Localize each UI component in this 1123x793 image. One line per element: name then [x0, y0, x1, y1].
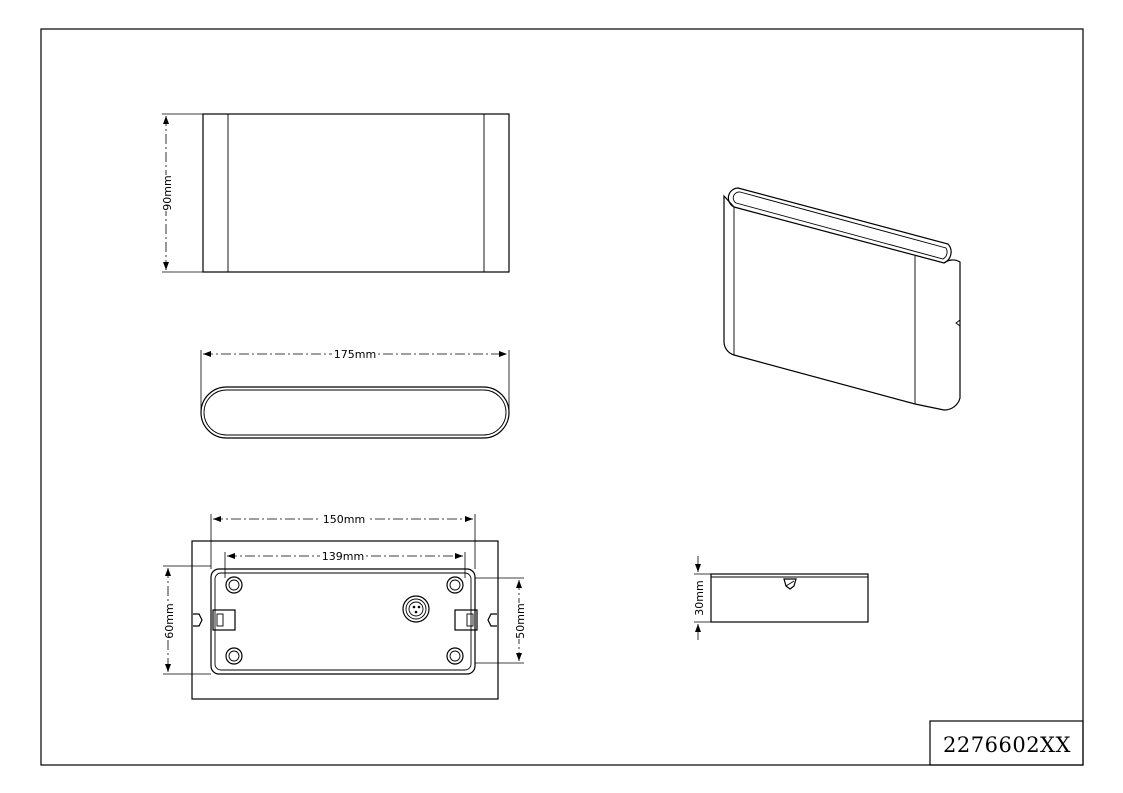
iso-top-rim-inner: [732, 191, 948, 260]
product-code: 2276602XX: [943, 733, 1071, 757]
right-clip: [454, 609, 497, 631]
front-view: 90mm: [159, 113, 510, 273]
top-outline-outer: [200, 386, 510, 439]
mount-plate-outer: [210, 568, 476, 675]
mount-inner-height-label: 50mm: [514, 603, 527, 638]
mount-outer-frame: [191, 540, 499, 700]
mounting-plate-view: 150mm 139mm 60mm 50mm: [161, 513, 527, 700]
title-block: 2276602XX: [929, 720, 1084, 766]
mount-inner-width-label: 139mm: [322, 550, 364, 563]
connector-socket: [402, 595, 430, 623]
side-depth-label: 30mm: [693, 580, 706, 615]
drawing-frame: [40, 28, 1084, 766]
iso-side-notch: [955, 319, 961, 327]
front-height-label: 90mm: [161, 175, 174, 210]
iso-bottom-edge: [733, 354, 945, 411]
iso-right-side: [943, 259, 961, 411]
screw-hole: [446, 647, 464, 665]
top-view: 175mm: [200, 348, 510, 439]
front-body: [202, 113, 510, 273]
screw-hole: [225, 576, 243, 594]
screw-hole: [446, 576, 464, 594]
title-block-box: [929, 720, 1084, 766]
mount-plate-inner: [214, 572, 472, 671]
mount-outer-width-label: 150mm: [323, 513, 365, 526]
top-outline-inner: [203, 389, 507, 436]
side-screw-head: [783, 578, 797, 590]
iso-left-side: [723, 194, 735, 356]
side-view: 30mm: [692, 556, 869, 640]
top-length-label: 175mm: [334, 348, 376, 361]
screw-hole: [225, 647, 243, 665]
left-clip: [193, 609, 236, 631]
isometric-view: [723, 187, 961, 411]
mount-outer-height-label: 60mm: [163, 603, 176, 638]
side-body: [710, 573, 869, 623]
